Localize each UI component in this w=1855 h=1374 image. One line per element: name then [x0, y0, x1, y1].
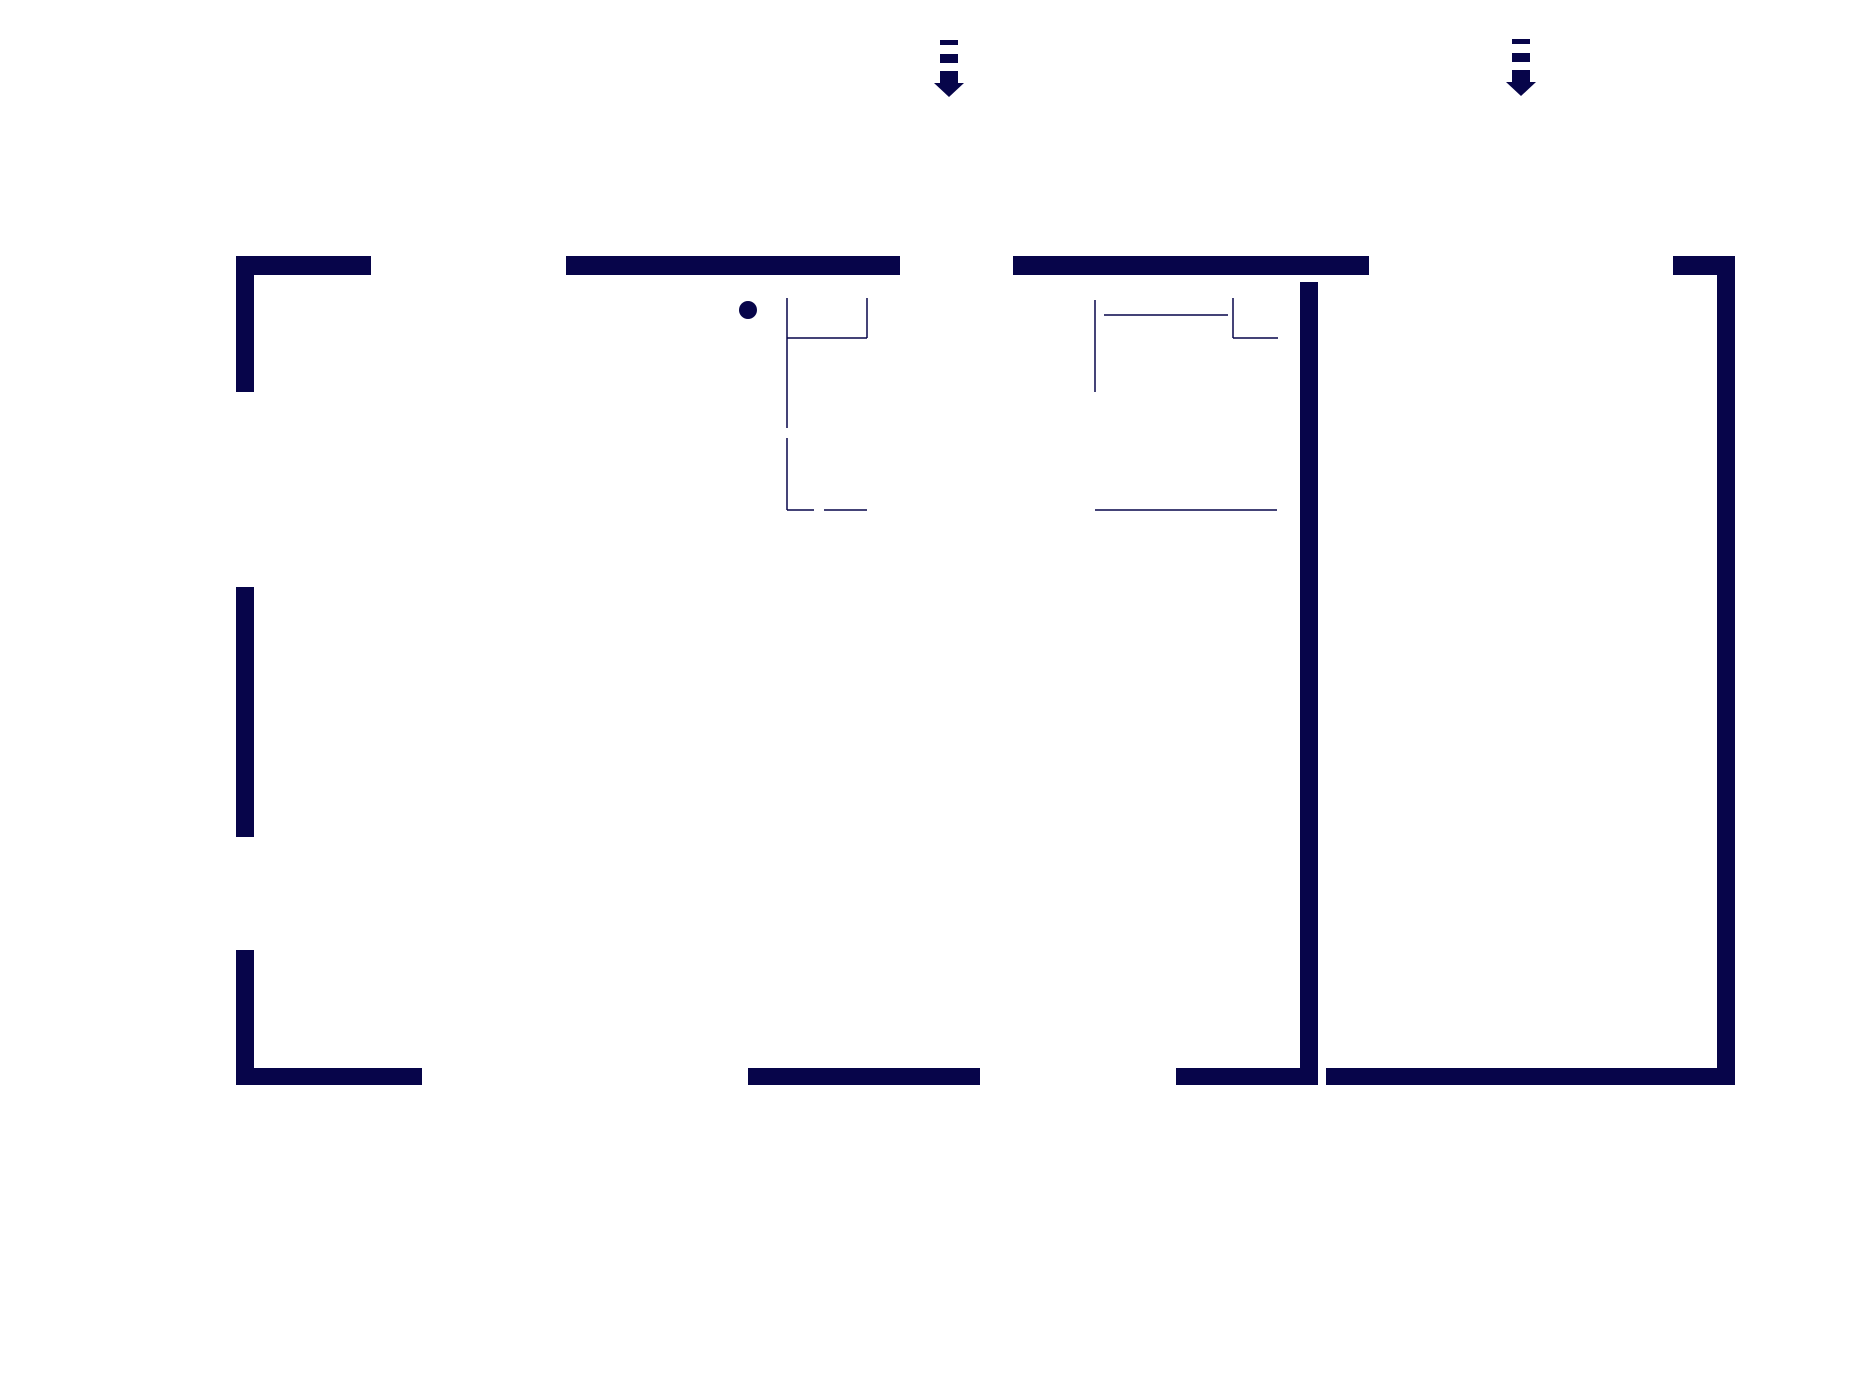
entrance-arrow-icon-left [934, 40, 964, 97]
fixture-dot-icon [739, 301, 757, 319]
left-walls [236, 256, 254, 1085]
interior-partition-right [1094, 298, 1278, 511]
right-wall [1717, 256, 1735, 1085]
top-walls [236, 256, 1735, 275]
entrance-arrow-icon-right [1506, 39, 1536, 96]
bottom-walls [236, 1068, 1734, 1085]
interior-partition-left [786, 298, 868, 511]
partition-wall [1300, 282, 1318, 1085]
